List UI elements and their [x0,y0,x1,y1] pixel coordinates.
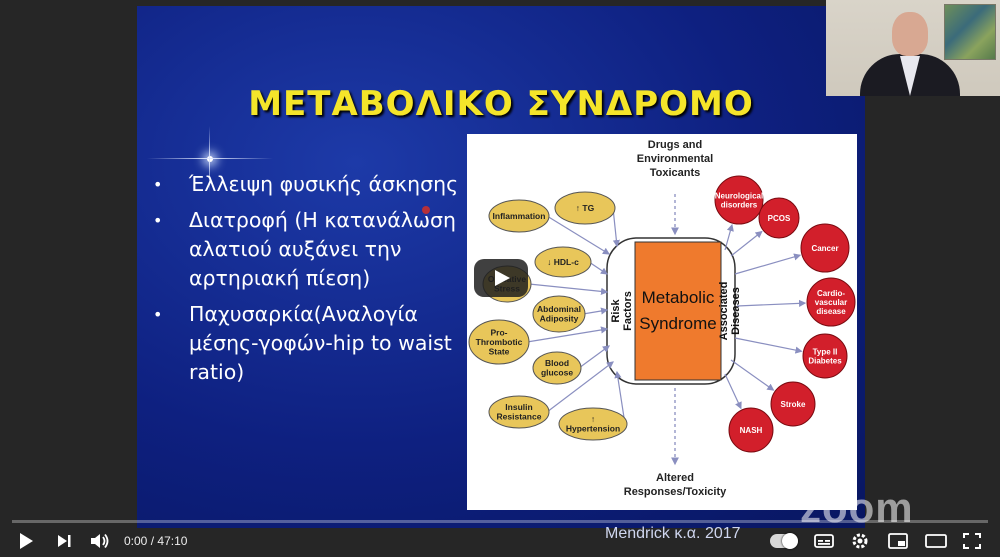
theater-icon[interactable] [924,530,948,552]
duration: 47:10 [157,534,188,548]
bullet-item: Παχυσαρκία(Αναλογία μέσης-γοφών-hip to w… [151,300,471,387]
slide-citation: Mendrick κ.α. 2017 [605,525,741,542]
bullet-list: Έλλειψη φυσικής άσκησης Διατροφή (Η κατα… [151,170,471,394]
volume-icon[interactable] [88,530,112,552]
disease-arrow [734,253,802,275]
center-play-button[interactable] [474,259,528,297]
disease-arrow [730,230,763,257]
risk-arrow [546,215,611,255]
miniplayer-icon[interactable] [886,530,910,552]
control-bar: 0:00 / 47:10 [0,525,1000,557]
risk-factor-label: ↓ HDL-c [547,257,579,267]
disease-circle [800,223,850,273]
risk-arrow [582,307,609,315]
next-icon[interactable] [52,530,76,552]
time-display: 0:00 / 47:10 [124,534,187,548]
disease-arrow [734,337,803,354]
disease-circle [714,175,764,225]
disease-circle [802,333,848,379]
presentation-slide: ΜΕΤΑΒΟΛΙΚΟ ΣΥΝΔΡΟΜΟ Έλλειψη φυσικής άσκη… [137,6,865,542]
disease-label: PCOS [768,214,791,223]
current-time: 0:00 [124,534,148,548]
pointer-dot-icon [422,206,430,214]
wall-painting [944,4,996,60]
disease-arrow [730,359,775,391]
risk-factor-label: ↑ TG [576,203,595,213]
risk-factor-ellipse [532,295,586,333]
risk-factor-ellipse [488,199,550,233]
play-icon[interactable] [14,530,38,552]
time-separator: / [150,534,155,548]
risk-factor-ellipse [532,351,582,385]
lens-flare [147,126,273,192]
risk-factor-ellipse [534,246,592,278]
bullet-item: Διατροφή (Η κατανάλωση αλατιού αυξάνει τ… [151,206,471,293]
associated-diseases-label: AssociatedDiseases [718,282,742,341]
zoom-watermark: zoom [800,484,914,531]
presenter-webcam [826,0,1000,96]
risk-factor-ellipse [558,407,628,441]
risk-factor-ellipse [488,395,550,429]
presenter-head [892,12,928,56]
subtitles-icon[interactable] [812,530,836,552]
disease-circle [806,277,856,327]
fullscreen-icon[interactable] [960,530,984,552]
risk-factor-ellipse [554,191,616,225]
bullet-item: Έλλειψη φυσικής άσκησης [151,170,471,199]
risk-arrow [588,261,608,275]
disease-circle [758,197,800,239]
risk-factor-ellipse [468,319,530,365]
risk-factor-label: Inflammation [493,211,546,221]
disease-label: Cancer [811,244,838,253]
risk-factors-label: RiskFactors [610,291,634,331]
risk-arrow [528,283,609,295]
risk-arrow [578,345,610,369]
risk-arrow [612,207,620,248]
disease-arrow [724,373,742,410]
risk-arrow [526,326,609,343]
disease-label: NASH [740,426,763,435]
disease-arrow [724,223,734,251]
slide-title: ΜΕΤΑΒΟΛΙΚΟ ΣΥΝΔΡΟΜΟ [248,84,754,124]
progress-bar[interactable] [12,520,988,523]
settings-icon[interactable] [848,530,872,552]
syndrome-center [634,241,722,381]
disease-arrow [736,299,807,307]
disease-label: Stroke [781,400,806,409]
disease-circle [728,407,774,453]
risk-factor-label: ↑Hypertension [566,414,620,434]
disease-circle [770,381,816,427]
risk-arrow [546,361,614,413]
risk-arrow [614,370,626,425]
autoplay-toggle[interactable] [770,533,798,549]
